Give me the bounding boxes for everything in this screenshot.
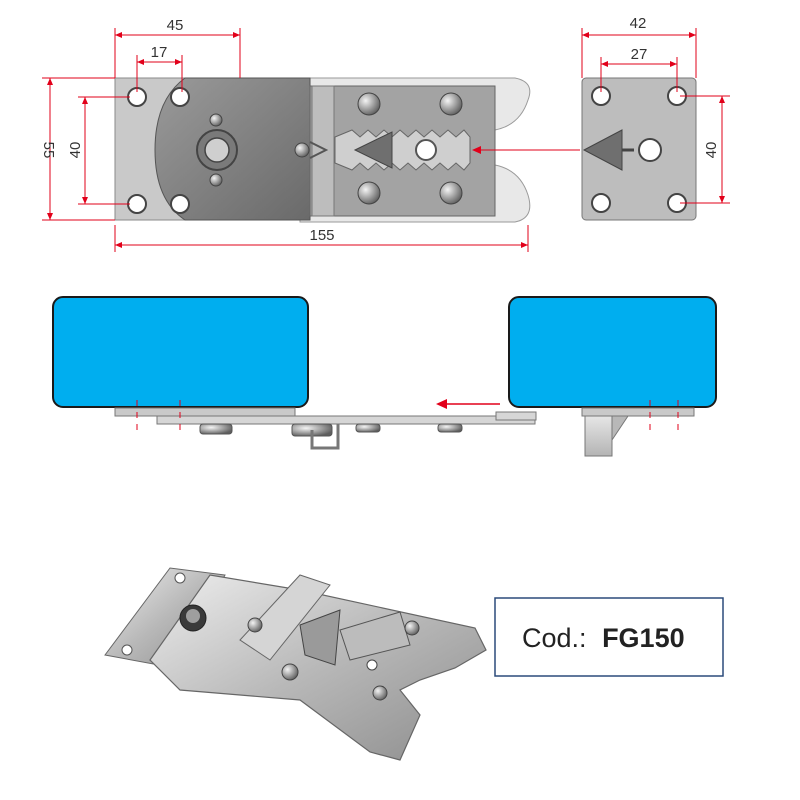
screw-hole-bl	[127, 194, 147, 214]
side-rivet-1	[199, 423, 233, 435]
iso-center-hole	[186, 609, 200, 623]
side-tongue-tip	[495, 411, 537, 421]
iso-teeth	[339, 611, 411, 661]
assembly-arrow-icon	[472, 146, 481, 154]
side-view	[52, 296, 717, 457]
dim-label-45: 45	[167, 17, 184, 34]
right-panel	[508, 296, 717, 408]
iso-bridge	[239, 574, 331, 661]
spring-clip	[309, 141, 329, 159]
small-rivet-top	[209, 113, 223, 127]
iso-base-plate	[104, 567, 226, 669]
iso-stud-2	[404, 620, 420, 636]
side-rivet-3	[355, 423, 381, 433]
dimension-lines-receiver	[581, 28, 730, 204]
dimension-arrows-receiver	[582, 32, 725, 203]
top-view-receiver-plate	[581, 77, 697, 221]
small-rivet-bottom	[209, 173, 223, 187]
stud-4	[439, 181, 463, 205]
pin-head	[294, 142, 310, 158]
top-view-main-plate	[114, 77, 531, 223]
left-panel	[52, 296, 309, 408]
dim-label-40-right: 40	[703, 142, 720, 159]
product-code-value: FG150	[602, 623, 685, 653]
receiver-hole-bl	[591, 193, 611, 213]
stud-1	[357, 92, 381, 116]
receiver-center-hole	[638, 138, 662, 162]
dim-label-17: 17	[151, 44, 168, 61]
side-receiver-bracket	[584, 415, 613, 457]
side-rivet-4	[437, 423, 463, 433]
dim-label-27: 27	[631, 46, 648, 63]
side-hook	[310, 424, 340, 450]
side-hole-markers	[136, 400, 679, 430]
iso-hole-2	[121, 644, 133, 656]
latch-hole	[415, 139, 437, 161]
isometric-product-view	[104, 567, 487, 761]
stud-3	[357, 181, 381, 205]
side-base-plate	[114, 407, 296, 417]
iso-stud-4	[372, 685, 388, 701]
iso-stud-1	[247, 617, 263, 633]
latch-arrow-icon	[353, 131, 393, 169]
dim-label-42: 42	[630, 15, 647, 32]
screw-hole-br	[170, 194, 190, 214]
side-receiver-plate	[581, 407, 695, 417]
product-code-label: Cod.: FG150	[522, 623, 685, 653]
dim-label-40-left: 40	[67, 142, 84, 159]
dimension-arrows-main	[47, 32, 528, 248]
product-code-prefix: Cod.:	[522, 623, 587, 653]
iso-hole-1	[174, 572, 186, 584]
iso-latch	[299, 609, 341, 666]
iso-main-body	[149, 574, 487, 761]
center-hole	[204, 137, 230, 163]
stud-2	[439, 92, 463, 116]
dim-label-55: 55	[40, 142, 57, 159]
dimension-lines-main	[42, 28, 529, 252]
side-receiver-gusset	[611, 415, 629, 442]
iso-stud-3	[281, 663, 299, 681]
dim-label-155: 155	[309, 227, 334, 244]
screw-hole-tr	[170, 87, 190, 107]
product-code-box	[494, 597, 724, 677]
iso-latch-hole	[366, 659, 378, 671]
side-direction-arrow-icon	[436, 399, 447, 409]
side-slide-plate	[156, 415, 536, 425]
